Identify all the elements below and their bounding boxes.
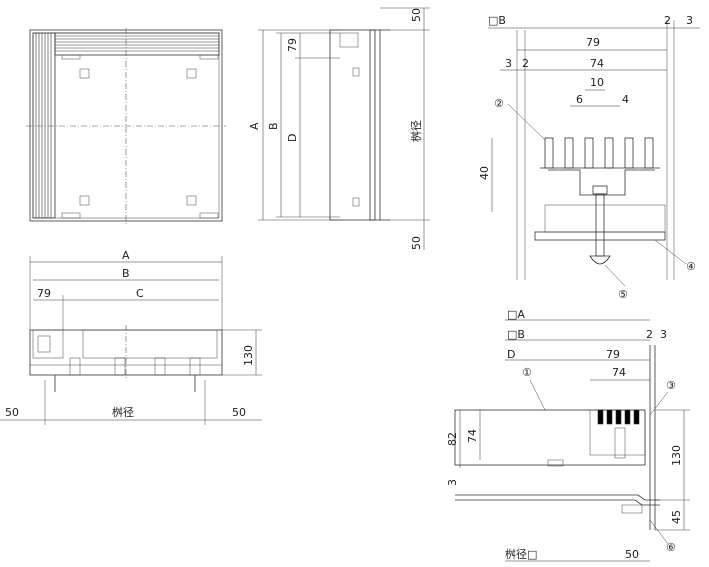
dim-6: 6 (576, 93, 583, 106)
dim-2-sec: 2 (646, 328, 653, 341)
dim-2-left: 2 (522, 57, 529, 70)
label-A-elev: A (122, 249, 130, 262)
label-B-side: B (267, 122, 280, 130)
dim-82: 82 (446, 432, 459, 446)
elevation-view: A B C 79 130 50 桝径 50 (0, 249, 262, 425)
dim-130-sec: 130 (670, 445, 683, 466)
callout-1: ① (522, 366, 532, 379)
dim-50-sec: 50 (625, 548, 639, 561)
dim-50-top: 50 (410, 8, 423, 22)
label-sqA: □A (507, 308, 525, 321)
label-D-side: D (286, 134, 299, 142)
dim-40: 40 (478, 166, 491, 180)
dim-45: 45 (670, 510, 683, 524)
dim-4: 4 (622, 93, 629, 106)
label-A-side: A (248, 122, 261, 130)
dim-50-left: 50 (5, 406, 19, 419)
dim-79-top: 79 (586, 36, 600, 49)
label-C-elev: C (136, 287, 144, 300)
label-D-sec: D (507, 348, 515, 361)
label-sqB: □B (507, 328, 525, 341)
dim-2-top: 2 (664, 14, 671, 27)
label-B-elev: B (122, 267, 130, 280)
dim-3-top: 3 (686, 14, 693, 27)
plan-view (26, 28, 226, 224)
dim-3-left: 3 (505, 57, 512, 70)
dim-74-sec: 74 (612, 366, 626, 379)
callout-6: ⑥ (666, 541, 676, 554)
dim-50-right: 50 (232, 406, 246, 419)
grating-detail: □B 2 3 79 3 2 74 10 6 4 40 ② (478, 14, 700, 301)
callout-5: ⑤ (618, 288, 628, 301)
dim-130-elev: 130 (242, 345, 255, 366)
dim-79-elev: 79 (37, 287, 51, 300)
dim-74-left: 74 (466, 429, 479, 443)
label-masu-sq: 桝径□ (505, 547, 537, 561)
dim-10: 10 (590, 76, 604, 89)
dim-3-left-sec: 3 (446, 479, 459, 486)
dim-79-sec: 79 (606, 348, 620, 361)
dim-79-side: 79 (286, 38, 299, 52)
dim-3-sec: 3 (660, 328, 667, 341)
label-sqB-top: □B (488, 14, 506, 27)
callout-3: ③ (666, 379, 676, 392)
side-view: A B D 79 50 桝径 50 (248, 7, 430, 250)
dim-50-bottom: 50 (410, 236, 423, 250)
dim-74-top: 74 (590, 57, 604, 70)
callout-4: ④ (686, 260, 696, 273)
label-masu-side: 桝径 (409, 120, 423, 142)
section-detail: □A □B 2 3 D 79 74 82 74 3 (446, 308, 690, 562)
label-masu-elev: 桝径 (112, 405, 134, 419)
callout-2: ② (494, 97, 504, 110)
